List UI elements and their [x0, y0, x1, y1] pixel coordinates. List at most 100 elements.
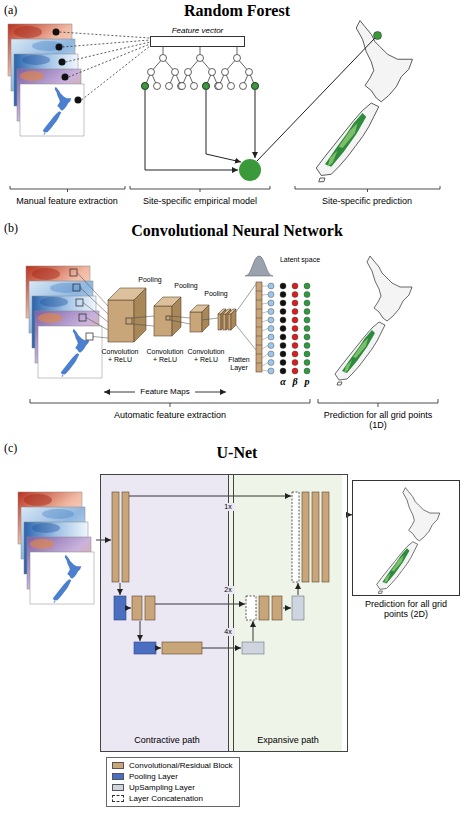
flatten-bar: [256, 291, 262, 363]
decision-tree: [142, 55, 185, 90]
legend-swatch: [112, 762, 124, 769]
predictor-fields: [18, 492, 94, 604]
parameter-symbol: p: [302, 376, 313, 388]
legend-row: Layer Concatenation: [112, 793, 233, 804]
concat-block: [246, 596, 256, 620]
flow-arrow: [298, 583, 299, 595]
parameter-symbol: α: [278, 376, 289, 388]
kernel-window: [126, 318, 132, 324]
vote-arrow: [206, 90, 241, 162]
layer-label: Convolution + ReLU: [100, 348, 140, 364]
legend-label: Convolutional/Residual Block: [129, 761, 233, 770]
prediction-box: Prediction for all grid points (2D): [352, 480, 460, 596]
flow-arrow: [96, 540, 111, 541]
neuron-column: [268, 283, 274, 374]
conv-block: [145, 596, 155, 620]
nz-map: [335, 256, 412, 385]
legend-label: UpSampling Layer: [129, 783, 195, 792]
bracket-label: Automatic feature extraction: [70, 410, 270, 420]
legend-label: Layer Concatenation: [129, 794, 203, 803]
legend-row: UpSampling Layer: [112, 782, 233, 793]
conv-block: [122, 492, 129, 582]
nz-map: [377, 488, 440, 594]
node-label: Prediction for all grid points (2D): [353, 599, 459, 620]
output-column: [304, 283, 310, 374]
output-column: [292, 283, 298, 374]
conv-block: [302, 492, 309, 582]
leaf-node: [142, 83, 149, 90]
node-label: Expansive path: [229, 735, 347, 745]
conv-block: [162, 642, 202, 654]
scale-label: 1x: [221, 503, 235, 511]
decision-tree: [216, 55, 259, 90]
leaf-node: [252, 83, 259, 90]
latent-gaussian: [245, 256, 273, 276]
upsampling-block: [242, 596, 304, 654]
concat-block: [246, 492, 299, 620]
cnn-illustration: [26, 256, 438, 407]
upsampling-block: [242, 642, 264, 654]
kernel-window: [86, 333, 93, 340]
snow-area: [342, 330, 375, 373]
sample-dot: [75, 97, 82, 104]
conv-block: [132, 596, 142, 620]
output-column: [280, 283, 286, 374]
snow-area: [325, 113, 366, 167]
vote-arrow: [255, 90, 256, 158]
upsampling-block: [292, 596, 304, 620]
decision-tree: [179, 55, 222, 90]
legend-row: Pooling Layer: [112, 771, 233, 782]
nz-map: [316, 21, 412, 182]
conv-block: [112, 492, 329, 654]
bracket-label: Prediction for all grid points (1D): [318, 410, 438, 431]
dense-link: [262, 286, 268, 371]
flow-arrow: [126, 608, 131, 609]
kernel-window: [126, 316, 170, 324]
bracket: [30, 399, 438, 407]
snow-area: [382, 548, 409, 583]
conv-block: [154, 306, 172, 336]
panel-letter: (a): [4, 4, 30, 18]
rf-illustration: [8, 21, 440, 193]
layer-label: Pooling: [135, 276, 165, 284]
path-panel: Expansive path: [228, 474, 348, 752]
panel-fill: [100, 474, 228, 752]
kernel-window: [70, 269, 77, 276]
unet-illustration: [18, 474, 440, 752]
kernel-window: [166, 316, 170, 320]
axis-label: Feature Maps: [135, 387, 195, 396]
panel-letter: (c): [4, 442, 30, 456]
sample-dot: [59, 59, 66, 66]
conv-block: [272, 596, 282, 620]
panel-title: Random Forest: [127, 2, 347, 20]
flow-arrow: [202, 648, 241, 649]
bracket-label: Site-specific empirical model: [130, 196, 270, 206]
layer-label: Flatten Layer: [227, 356, 251, 372]
layer-label: Pooling: [171, 282, 201, 290]
panel-letter: (b): [4, 222, 30, 236]
flow-arrow: [129, 496, 291, 497]
legend-swatch: [112, 784, 124, 791]
leaf-node: [203, 83, 210, 90]
site-dot: [374, 32, 382, 40]
bracket: [10, 186, 440, 192]
parameter-symbol: β: [290, 376, 301, 388]
panel-title: Convolutional Neural Network: [107, 222, 367, 240]
flow-arrow: [283, 608, 291, 609]
legend-box: Convolutional/Residual BlockPooling Laye…: [106, 757, 240, 807]
layer-label: Pooling: [201, 290, 231, 298]
conv-block: [202, 305, 209, 332]
panel-fill: [228, 474, 342, 752]
legend-label: Pooling Layer: [129, 772, 178, 781]
feature-vector-box: Feature vector: [150, 36, 245, 47]
bracket-label: Manual feature extraction: [5, 196, 129, 206]
conv-block: [108, 300, 134, 342]
ensemble-output: [239, 159, 261, 181]
kernel-window: [79, 314, 86, 321]
kernel-window: [76, 299, 83, 306]
conv-block: [322, 492, 329, 582]
kernel-window: [73, 284, 80, 291]
